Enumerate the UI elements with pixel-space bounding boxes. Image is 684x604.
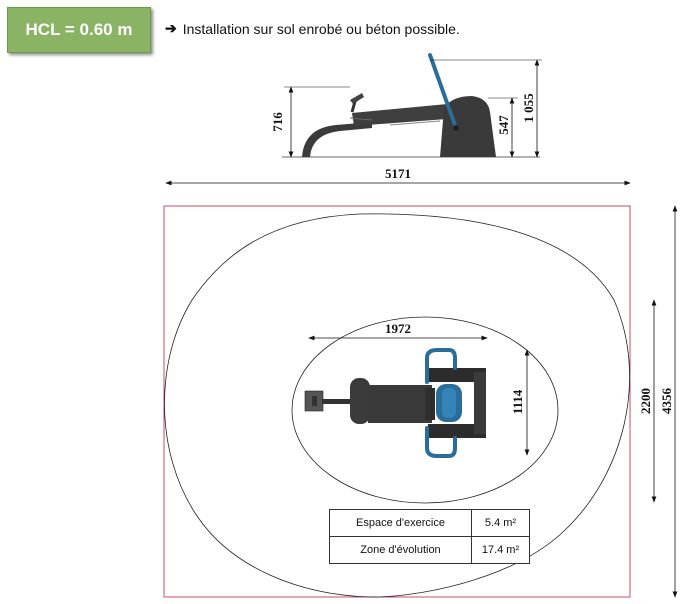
side-view: 716 547 1 055 5171: [165, 53, 631, 186]
arrow-right-icon: ➔: [165, 20, 177, 36]
install-note-text: Installation sur sol enrobé ou béton pos…: [182, 20, 460, 37]
area-label: Espace d'exercice: [329, 509, 472, 537]
dim-equipment-length: 1972: [385, 321, 411, 336]
dim-zone-length: 4356: [659, 388, 674, 415]
area-table: Espace d'exercice 5.4 m² Zone d'évolutio…: [329, 509, 530, 564]
dim-seat-height: 547: [496, 115, 511, 135]
exercise-zone-outline: [291, 316, 559, 504]
area-value: 5.4 m²: [471, 509, 530, 537]
hcl-badge: HCL = 0.60 m: [7, 7, 151, 53]
side-beam: [352, 103, 460, 126]
dim-equipment-width: 1114: [510, 389, 525, 414]
side-blue-lever: [428, 53, 458, 130]
evolution-zone-outline: [164, 213, 630, 598]
hcl-label: HCL = 0.60 m: [25, 20, 133, 39]
dim-zone-width: 2200: [638, 388, 653, 414]
install-note: ➔ Installation sur sol enrobé ou béton p…: [165, 20, 460, 37]
table-row: Espace d'exercice 5.4 m²: [329, 509, 530, 537]
side-seat-block: [440, 96, 496, 157]
dim-length: 5171: [385, 166, 411, 181]
top-view: 1972 1114 2200 4356: [163, 205, 678, 598]
equipment-top: [304, 348, 486, 458]
safety-zone-border: [163, 205, 631, 598]
side-front-foot: [302, 122, 372, 157]
table-row: Zone d'évolution 17.4 m²: [329, 536, 530, 564]
dim-total-height: 1 055: [521, 93, 536, 123]
area-value: 17.4 m²: [471, 536, 530, 564]
area-label: Zone d'évolution: [329, 536, 472, 564]
dim-handle-height: 716: [270, 112, 285, 132]
